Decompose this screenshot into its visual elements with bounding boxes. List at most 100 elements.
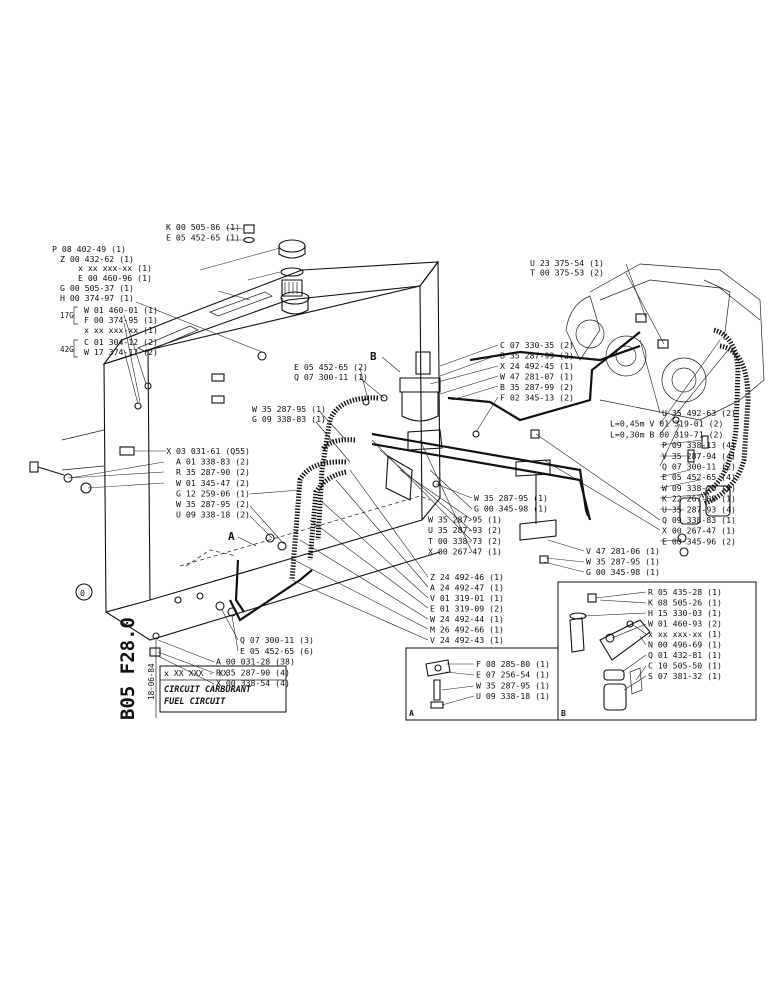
title-block-frame [159, 665, 287, 713]
part-label-right-middle-2: L=0,45m V 01 319-01 (2) [610, 419, 723, 429]
part-label-box-b-9: S 07 381-32 (1) [648, 671, 722, 681]
part-label-box-a-1: F 08 285-80 (1) [476, 659, 550, 669]
strainer-mesh [284, 282, 298, 294]
part-label-center-bottom-2: A 24 492-47 (1) [430, 583, 504, 593]
part-label-center-bottom-1: Z 24 492-46 (1) [430, 572, 504, 582]
group-brackets: 17G 42G [60, 306, 78, 358]
callout-marker-a: A [228, 530, 235, 543]
banjo-right [672, 416, 680, 424]
part-label-right-middle-12: X 00 267-47 (1) [662, 526, 736, 536]
part-label-center-middle-5: T 00 338-73 (2) [428, 536, 502, 546]
engine-block-front [565, 295, 601, 361]
filler-cap [278, 239, 306, 253]
part-label-left-middle-2: A 01 338-83 (2) [176, 457, 250, 467]
tank-fitting-1 [211, 373, 225, 382]
part-label-box-b-7: Q 01 432-81 (1) [648, 650, 722, 660]
box-b-bowl [603, 683, 627, 711]
tank-fitting-2 [211, 395, 225, 404]
part-label-bottom-left-1: Q 07 300-11 (3) [240, 635, 314, 645]
part-label-center-bottom-4: E 01 319-09 (2) [430, 604, 504, 614]
title-english: FUEL CIRCUIT [164, 697, 226, 707]
fitting-ll-3 [215, 601, 225, 611]
box-a-letter: A [409, 708, 414, 718]
box-a-nut [430, 701, 444, 709]
hose-short [319, 437, 356, 452]
part-label-top-left-8: H 00 374-97 (1) [60, 293, 134, 303]
part-label-right-middle-5: V 35 287-94 (4) [662, 451, 736, 461]
box-a-clamp-hole [434, 664, 442, 672]
secondary-filter [705, 485, 731, 517]
part-label-bottom-left-3: A 00 031-28 (38) [216, 657, 295, 667]
drain-plug [152, 632, 160, 640]
sheet-code-strip: B05 F28.0 18-06-84 [117, 617, 157, 720]
fuel-filter-assembly [362, 351, 443, 501]
filler-strainer [281, 279, 303, 297]
engine-pulley-2 [605, 335, 647, 377]
part-label-right-middle-11: Q 09 338-83 (1) [662, 515, 736, 525]
part-label-top-left-7: G 00 505-37 (1) [60, 283, 134, 293]
part-label-center-lower-right-3: G 00 345-98 (1) [586, 567, 660, 577]
tank-side-face [147, 285, 423, 601]
part-label-box-a-4: U 09 338-18 (1) [476, 691, 550, 701]
part-label-right-middle-7: E 05 452-65 (4) [662, 472, 736, 482]
part-label-center-top-4: G 09 338-83 (1) [252, 414, 326, 424]
tank-bottom-edge [105, 551, 441, 641]
support-bolt [530, 429, 540, 439]
sheet-date: 18-06-84 [147, 663, 156, 700]
sheet-code: B05 F28.0 [117, 617, 139, 720]
part-label-right-middle-1: U 35 492-63 (2) [662, 408, 736, 418]
bolt-right-1 [701, 435, 709, 449]
box-a-screw [433, 679, 441, 701]
box-b-cup [603, 669, 625, 681]
detail-box-b: B [557, 581, 757, 721]
hose-return-1 [289, 459, 347, 581]
part-label-box-a-2: E 07 256-54 (1) [476, 670, 550, 680]
filter-head-block [399, 377, 441, 393]
part-label-bottom-left-4: R 35 287-90 (4) [216, 667, 290, 677]
box-b-letter: B [561, 708, 566, 718]
drain-nut [149, 647, 161, 657]
part-label-left-middle-1: X 03 031-61 (Q55) [166, 446, 250, 456]
part-label-box-b-6: N 00 496-69 (1) [648, 640, 722, 650]
part-label-center-middle-4: U 35 287-93 (2) [428, 525, 502, 535]
part-label-center-right-top-4: W 47 281-07 (1) [500, 372, 574, 382]
tank-end-face [103, 349, 151, 613]
part-label-top-left-3: P 08 402-49 (1) [52, 244, 126, 254]
part-label-center-bottom-6: M 26 492-66 (1) [430, 625, 504, 635]
part-label-center-bottom-7: V 24 492-43 (1) [430, 635, 504, 645]
pipe-to-engine-1 [447, 331, 641, 422]
filter-mount-plate [385, 455, 413, 501]
tank-filler-neck [280, 291, 310, 305]
part-label-center-right-top-5: B 35 287-99 (2) [500, 382, 574, 392]
support-nut [539, 555, 549, 564]
secondary-filter-2 [679, 497, 701, 525]
callout-marker-b: B [370, 350, 377, 363]
part-label-right-middle-3: L=0,30m B 00 319-71 (2) [610, 429, 723, 439]
part-label-bottom-left-2: E 05 452-65 (6) [240, 646, 314, 656]
filter-bowl [401, 392, 439, 422]
bracket-17g [73, 306, 78, 325]
pipe-main-2 [371, 442, 592, 521]
tank-rear-edge [419, 260, 441, 521]
part-label-left-middle-4: W 01 345-47 (2) [176, 478, 250, 488]
tank-side-line-2 [61, 465, 105, 471]
right-side-fittings [635, 313, 731, 557]
box-b-bolt [587, 593, 597, 603]
cap-bolt [243, 224, 255, 234]
part-label-bottom-left-5: X 00 338-54 (4) [216, 678, 290, 688]
part-label-box-a-3: W 35 287-95 (1) [476, 680, 550, 690]
part-label-center-middle-1: W 35 287-95 (1) [474, 493, 548, 503]
part-label-right-middle-9: K 22 267-08 (1) [662, 494, 736, 504]
part-label-center-top-3: W 35 287-95 (1) [252, 404, 326, 414]
part-label-top-left-5: x xx xxx-xx (1) [78, 263, 152, 273]
part-label-box-b-1: R 05 435-28 (1) [648, 587, 722, 597]
part-label-top-left-4: Z 00 432-62 (1) [60, 254, 134, 264]
filter-banjo-1 [362, 398, 370, 406]
engine-rocker-cover [599, 279, 761, 321]
callout-a-arrow [237, 536, 257, 547]
part-label-center-top-1: E 05 452-65 (2) [294, 362, 368, 372]
engine-outline [565, 263, 765, 421]
union-top-1 [635, 313, 647, 323]
fitting-ll-1 [265, 533, 275, 543]
